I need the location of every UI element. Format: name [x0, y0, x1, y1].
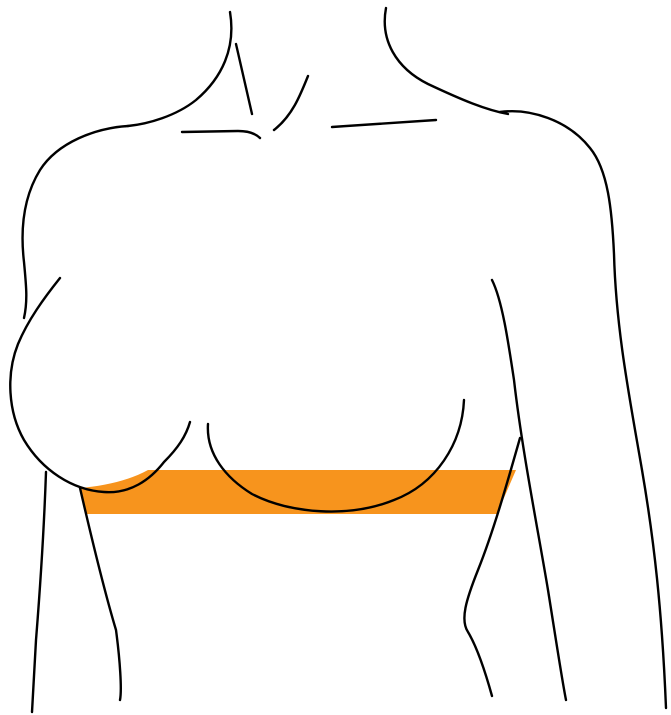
neck-left-line: [128, 12, 231, 126]
left-breast: [10, 278, 190, 492]
left-waist-line: [80, 488, 121, 700]
clavicle-left: [182, 131, 260, 138]
underbust-measurement-band: [80, 470, 516, 514]
neck-right-line: [385, 8, 508, 114]
clavicle-right: [332, 120, 436, 127]
left-torso-side: [32, 472, 46, 712]
left-shoulder-arm: [23, 126, 128, 318]
neck-tendon-right: [274, 76, 308, 130]
body-outline: [10, 8, 666, 712]
right-shoulder-arm: [500, 111, 666, 708]
neck-tendon-left: [236, 44, 252, 114]
